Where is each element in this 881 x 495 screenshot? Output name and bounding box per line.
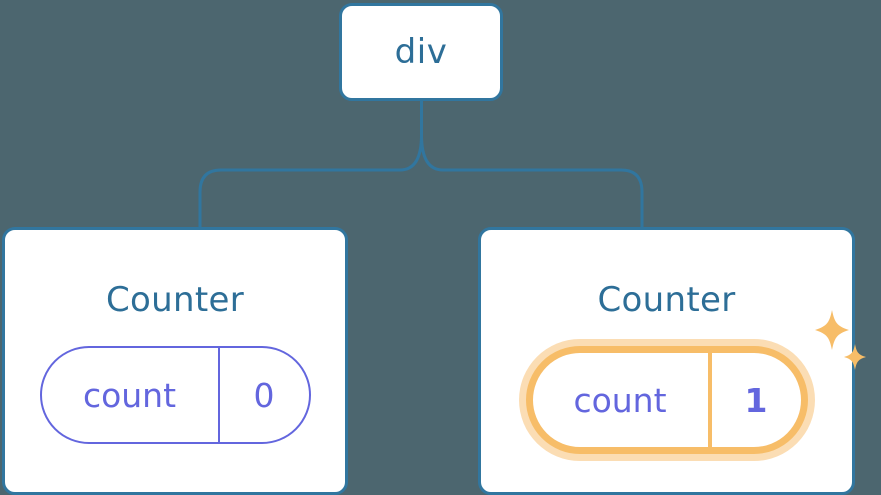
component-title: Counter bbox=[106, 280, 244, 320]
state-pill-highlighted[interactable]: count 1 bbox=[525, 346, 808, 454]
state-value: 1 bbox=[707, 353, 801, 447]
state-pill-wrapper: count 1 bbox=[525, 310, 866, 454]
sparkle-large-icon bbox=[814, 310, 849, 350]
component-title: Counter bbox=[597, 280, 736, 320]
state-key: count bbox=[82, 375, 177, 415]
connector-left bbox=[198, 101, 423, 227]
state-pill[interactable]: count 0 bbox=[39, 346, 311, 444]
root-node-label: div bbox=[394, 32, 448, 72]
state-pill-wrapper: count 0 bbox=[39, 346, 311, 444]
component-card-counter-right[interactable]: Counter count 1 bbox=[478, 227, 866, 495]
component-card-counter-left[interactable]: Counter count 0 bbox=[2, 227, 348, 495]
connector-right bbox=[420, 101, 644, 227]
root-node-div[interactable]: div bbox=[339, 3, 503, 101]
state-value: 0 bbox=[217, 348, 309, 442]
state-key: count bbox=[573, 380, 667, 420]
